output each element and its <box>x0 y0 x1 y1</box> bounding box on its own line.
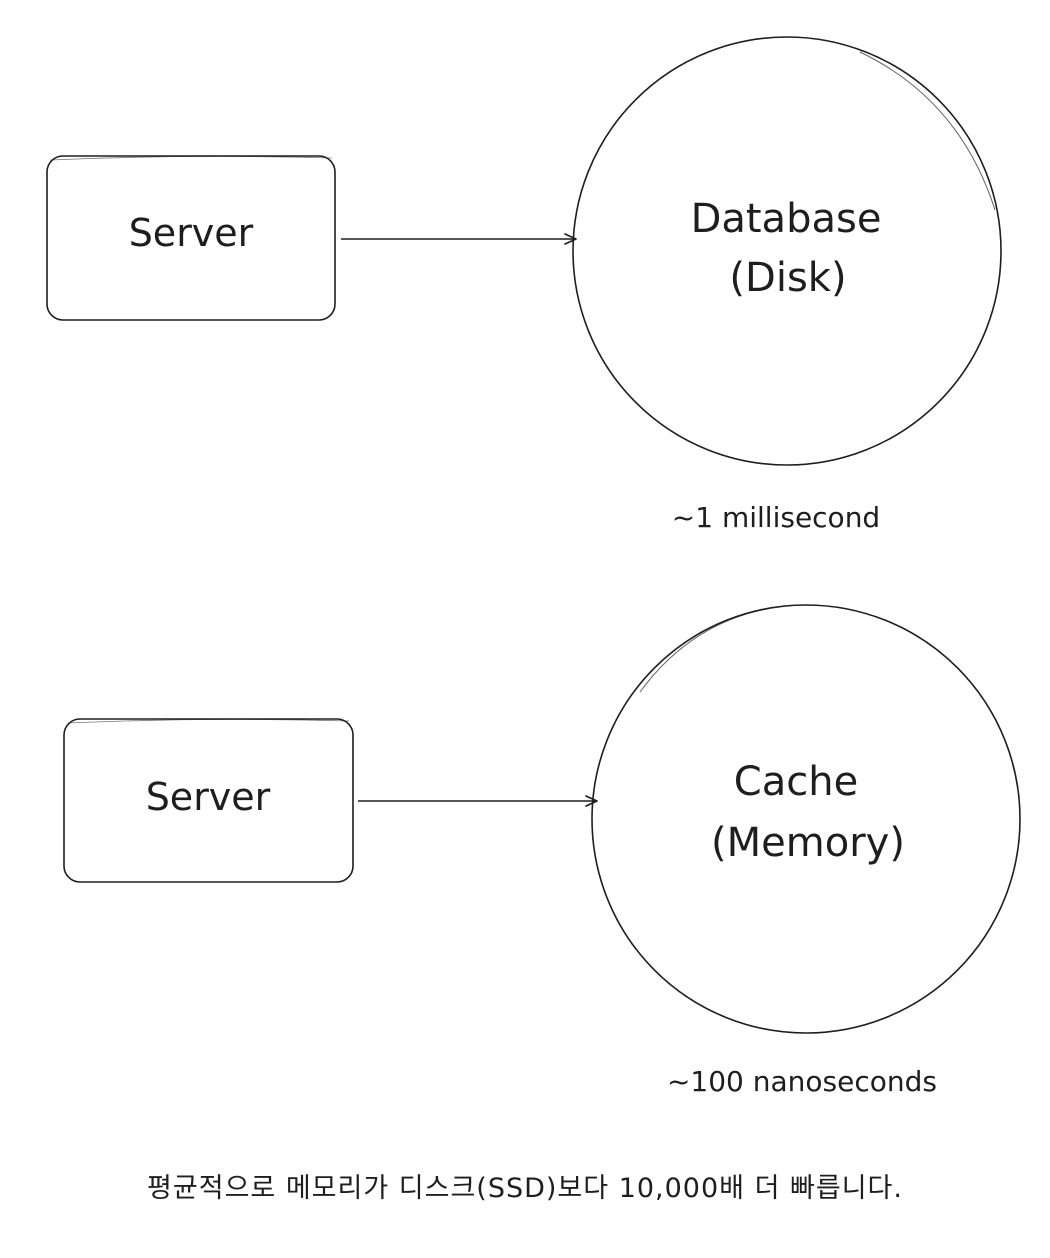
cache-circle <box>591 604 1021 1034</box>
database-sublabel: (Disk) <box>729 255 846 301</box>
server-label-bottom: Server <box>146 775 271 819</box>
cache-label: Cache <box>734 759 858 805</box>
latency-label-cache: ~100 nanoseconds <box>667 1065 937 1098</box>
server-label-top: Server <box>129 211 254 255</box>
cache-sublabel: (Memory) <box>711 820 905 866</box>
database-label: Database <box>691 196 882 242</box>
latency-label-database: ~1 millisecond <box>672 501 880 534</box>
server-box-bottom <box>63 718 354 883</box>
server-box-top <box>46 155 336 321</box>
database-circle <box>572 36 1002 466</box>
diagram-caption: 평균적으로 메모리가 디스크(SSD)보다 10,000배 더 빠릅니다. <box>147 1173 903 1204</box>
